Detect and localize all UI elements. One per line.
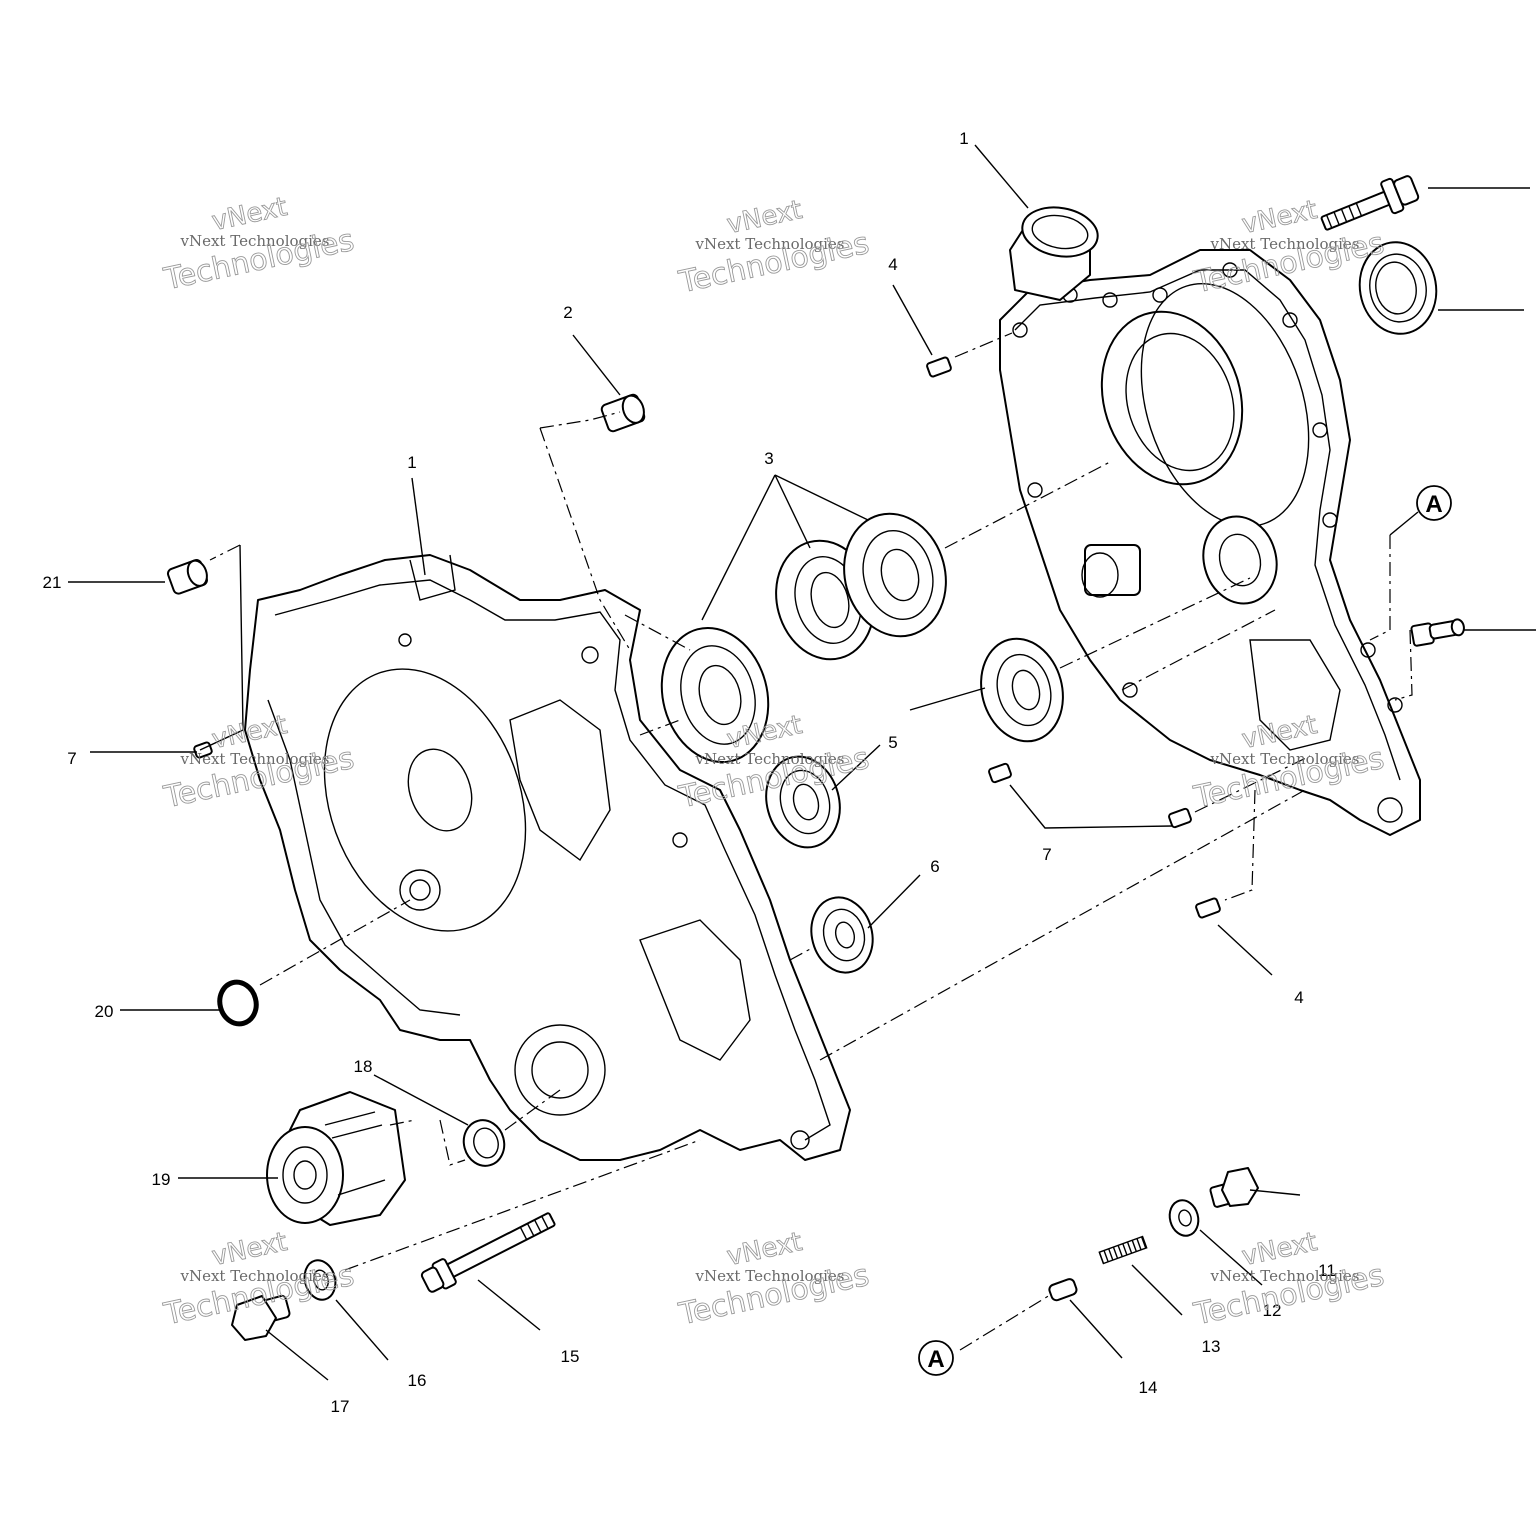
part-18-collar xyxy=(462,1119,506,1167)
callout-1-right: 1 xyxy=(959,129,968,148)
part-11-bolt xyxy=(1209,1167,1259,1208)
part-3-bearing-a xyxy=(660,626,770,764)
right-crankcase-half xyxy=(999,249,1421,836)
callout-4-top: 4 xyxy=(888,255,897,274)
reference-a-upper-label: A xyxy=(1425,491,1442,518)
callout-21: 21 xyxy=(43,573,62,592)
part-12-washer xyxy=(1168,1199,1200,1237)
watermark-8-line1: vNext xyxy=(724,1227,805,1272)
watermark-9-line2: vNext Technologies xyxy=(1209,1267,1359,1285)
callout-11: 11 xyxy=(1318,1261,1336,1280)
callout-5: 5 xyxy=(888,733,897,752)
reference-a-lower: A xyxy=(918,1340,954,1376)
reference-a-upper: A xyxy=(1416,485,1452,521)
watermark-4-line2: vNext Technologies xyxy=(179,750,329,768)
watermark-1-line1: vNext xyxy=(209,192,290,237)
callout-6: 6 xyxy=(930,857,939,876)
left-crankcase-half xyxy=(244,554,851,1161)
part-14-plunger xyxy=(1048,1278,1078,1302)
watermark-9: vNext vNext Technologies Technologies xyxy=(1190,1227,1388,1333)
part-5-bearing-upper xyxy=(980,637,1064,743)
callout-labels: 1 1 2 3 4 4 5 6 7 7 11 12 13 14 15 16 17… xyxy=(43,129,1336,1416)
callout-16: 16 xyxy=(408,1371,427,1390)
part-3-bearing-c xyxy=(843,512,947,638)
watermark-2-line2: vNext Technologies xyxy=(694,235,844,253)
part-4-dowel-pin-top xyxy=(926,356,952,378)
watermark-7-line1: vNext xyxy=(209,1227,290,1272)
part-7-dowel-right-b xyxy=(1168,807,1192,829)
leader-lines xyxy=(68,144,1536,1381)
callout-20: 20 xyxy=(95,1002,114,1021)
part-19-pulley xyxy=(266,1091,406,1226)
watermark-5-line2: vNext Technologies xyxy=(694,750,844,768)
part-16-washer xyxy=(303,1259,337,1301)
part-2-bushing xyxy=(600,393,646,433)
part-4-dowel-pin-bottom xyxy=(1195,897,1221,919)
part-20-o-ring xyxy=(217,979,259,1027)
callout-14: 14 xyxy=(1139,1378,1158,1397)
part-5-bearing-lower xyxy=(765,755,841,849)
watermark-1: vNext vNext Technologies Technologies xyxy=(160,192,358,298)
callout-4-bottom: 4 xyxy=(1294,988,1303,1007)
callout-12: 12 xyxy=(1263,1301,1282,1320)
callout-3: 3 xyxy=(764,449,773,468)
watermark-8-line2: vNext Technologies xyxy=(694,1267,844,1285)
part-15-long-bolt xyxy=(420,1212,556,1293)
callout-18: 18 xyxy=(354,1057,373,1076)
watermark-1-line2: vNext Technologies xyxy=(179,232,329,250)
watermark-3-line2: vNext Technologies xyxy=(1209,235,1359,253)
callout-19: 19 xyxy=(152,1170,171,1189)
watermark-6-line2: vNext Technologies xyxy=(1209,750,1359,768)
watermark-7-line2: vNext Technologies xyxy=(179,1267,329,1285)
top-right-bolt xyxy=(1320,175,1420,231)
callout-17: 17 xyxy=(331,1397,350,1416)
part-6-bearing xyxy=(810,896,874,974)
callout-13: 13 xyxy=(1202,1337,1221,1356)
part-17-drain-plug xyxy=(231,1294,291,1341)
callout-15: 15 xyxy=(561,1347,580,1366)
callout-2: 2 xyxy=(563,303,572,322)
outlet-pipe xyxy=(1009,206,1099,301)
callout-7-left: 7 xyxy=(67,749,76,768)
watermark-2-line1: vNext xyxy=(724,195,805,240)
watermark-2: vNext vNext Technologies Technologies xyxy=(675,195,873,301)
reference-a-lower-label: A xyxy=(927,1346,944,1373)
callout-7-right: 7 xyxy=(1042,845,1051,864)
part-21-bushing xyxy=(166,559,208,595)
watermark-3-line1: vNext xyxy=(1239,195,1320,240)
part-13-spring xyxy=(1098,1235,1148,1265)
part-7-dowel-right-a xyxy=(988,762,1012,784)
right-side-fitting xyxy=(1410,618,1465,647)
watermark-9-line1: vNext xyxy=(1239,1227,1320,1272)
center-lines xyxy=(209,332,1413,1351)
callout-1-left: 1 xyxy=(407,453,416,472)
top-right-oil-seal xyxy=(1358,241,1438,335)
watermark-8: vNext vNext Technologies Technologies xyxy=(675,1227,873,1333)
